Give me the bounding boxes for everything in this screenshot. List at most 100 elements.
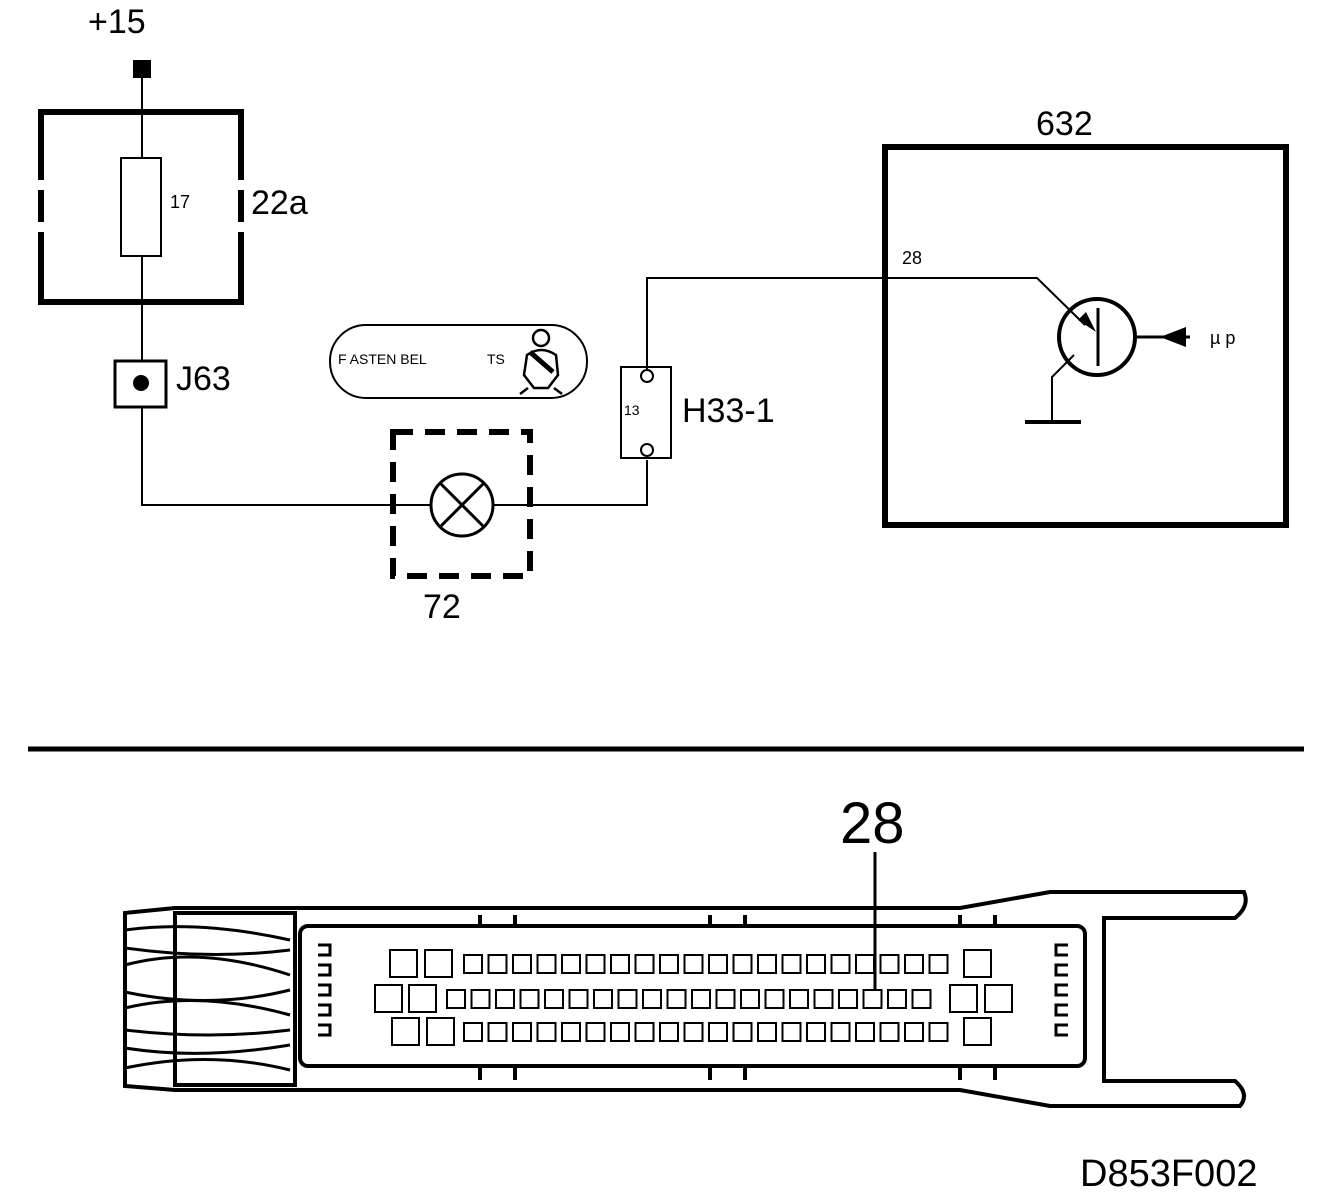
wire-bundle xyxy=(124,925,291,1072)
lamp-label: 72 xyxy=(423,588,461,626)
connector-pin-top xyxy=(640,369,654,383)
fuse-box xyxy=(38,109,244,305)
connector-pin xyxy=(708,1022,728,1042)
connector-pin xyxy=(536,1022,557,1042)
connector-pin xyxy=(887,989,907,1009)
latch-ribs-right xyxy=(1054,943,1068,1037)
connector-pin xyxy=(904,1022,924,1042)
connector-pin xyxy=(879,954,900,974)
seatbelt-person-icon xyxy=(519,328,563,395)
connector-pin-bottom xyxy=(640,443,654,457)
connector-pin xyxy=(610,954,630,974)
connector-pin xyxy=(732,1022,753,1042)
connector-pin xyxy=(732,954,753,974)
connector-pin xyxy=(634,1022,655,1042)
connector-pin xyxy=(911,989,932,1009)
junction-dot xyxy=(133,375,149,391)
connector-pin xyxy=(617,989,638,1009)
connector-pin xyxy=(862,989,883,1009)
connector-pin xyxy=(806,1022,826,1042)
junction-box xyxy=(113,359,168,409)
connector-pin xyxy=(855,1022,875,1042)
connector-pin-large xyxy=(963,1017,992,1046)
connector-pin xyxy=(659,954,679,974)
microprocessor-label: µ p xyxy=(1210,328,1235,348)
connector-pin xyxy=(642,989,662,1009)
fuse-element xyxy=(120,157,162,257)
connector-pin xyxy=(585,954,606,974)
connector-pin xyxy=(781,954,802,974)
connector-pin xyxy=(813,989,834,1009)
connector-pin xyxy=(683,1022,704,1042)
supply-terminal xyxy=(133,60,151,78)
connector-pin xyxy=(757,954,777,974)
connector-pin xyxy=(879,1022,900,1042)
connector-pin xyxy=(544,989,564,1009)
input-arrow xyxy=(1160,327,1186,347)
connector-pin xyxy=(561,1022,581,1042)
junction-label: J63 xyxy=(176,360,231,398)
connector-pin xyxy=(470,989,491,1009)
connector-pin xyxy=(519,989,540,1009)
connector-pin xyxy=(659,1022,679,1042)
connector-pin xyxy=(928,1022,949,1042)
connector-pin-large xyxy=(949,984,978,1013)
connector-pin xyxy=(838,989,858,1009)
connector-label: H33-1 xyxy=(682,392,775,430)
connector-pin xyxy=(691,989,711,1009)
connector-pin xyxy=(610,1022,630,1042)
latch-ribs-left xyxy=(318,943,332,1037)
connector-pin xyxy=(740,989,760,1009)
connector-pin xyxy=(830,954,851,974)
connector-pin xyxy=(634,954,655,974)
connector-pin xyxy=(904,954,924,974)
connector-pin xyxy=(446,989,466,1009)
connector-pin xyxy=(593,989,613,1009)
connector-pin-large xyxy=(391,1017,420,1046)
connector-pin xyxy=(512,954,532,974)
connector-housing xyxy=(123,890,1248,1108)
connector-pin xyxy=(512,1022,532,1042)
connector-pin-large xyxy=(984,984,1013,1013)
connector-pin xyxy=(487,954,508,974)
connector-pin xyxy=(585,1022,606,1042)
connector-pin xyxy=(568,989,589,1009)
connector-pin xyxy=(683,954,704,974)
indicator-text-right: TS xyxy=(487,351,505,367)
connector-pin xyxy=(928,954,949,974)
connector-pin-label: 13 xyxy=(624,402,640,418)
control-unit-pin-label: 28 xyxy=(902,248,922,268)
connector-pin xyxy=(855,954,875,974)
connector-pin-large xyxy=(389,949,418,978)
connector-pin xyxy=(715,989,736,1009)
control-unit-box xyxy=(882,144,1289,528)
connector-pin-large xyxy=(424,949,453,978)
supply-label: +15 xyxy=(88,3,146,41)
connector-pin xyxy=(536,954,557,974)
indicator-panel xyxy=(329,324,588,399)
fuse-box-label: 22a xyxy=(251,184,308,222)
connector-pin-grid xyxy=(374,949,1013,1046)
connector-pin xyxy=(789,989,809,1009)
connector-pin xyxy=(561,954,581,974)
connector-pin-large xyxy=(408,984,437,1013)
emitter-arrow xyxy=(1078,312,1096,332)
connector-pin xyxy=(463,1022,483,1042)
connector-pin xyxy=(781,1022,802,1042)
connector-pin xyxy=(806,954,826,974)
indicator-text-left: F ASTEN BEL xyxy=(338,351,427,367)
connector-pin xyxy=(708,954,728,974)
fuse-number-label: 17 xyxy=(170,192,190,212)
connector-pin xyxy=(463,954,483,974)
figure-code: D853F002 xyxy=(1080,1153,1257,1195)
control-unit-label: 632 xyxy=(1036,105,1093,143)
connector-pin-large xyxy=(963,949,992,978)
connector-pin-large xyxy=(426,1017,455,1046)
connector-pin xyxy=(757,1022,777,1042)
connector-pin xyxy=(487,1022,508,1042)
connector-pin xyxy=(495,989,515,1009)
connector-pin xyxy=(666,989,687,1009)
connector-pin xyxy=(764,989,785,1009)
connector-pin-large xyxy=(374,984,403,1013)
